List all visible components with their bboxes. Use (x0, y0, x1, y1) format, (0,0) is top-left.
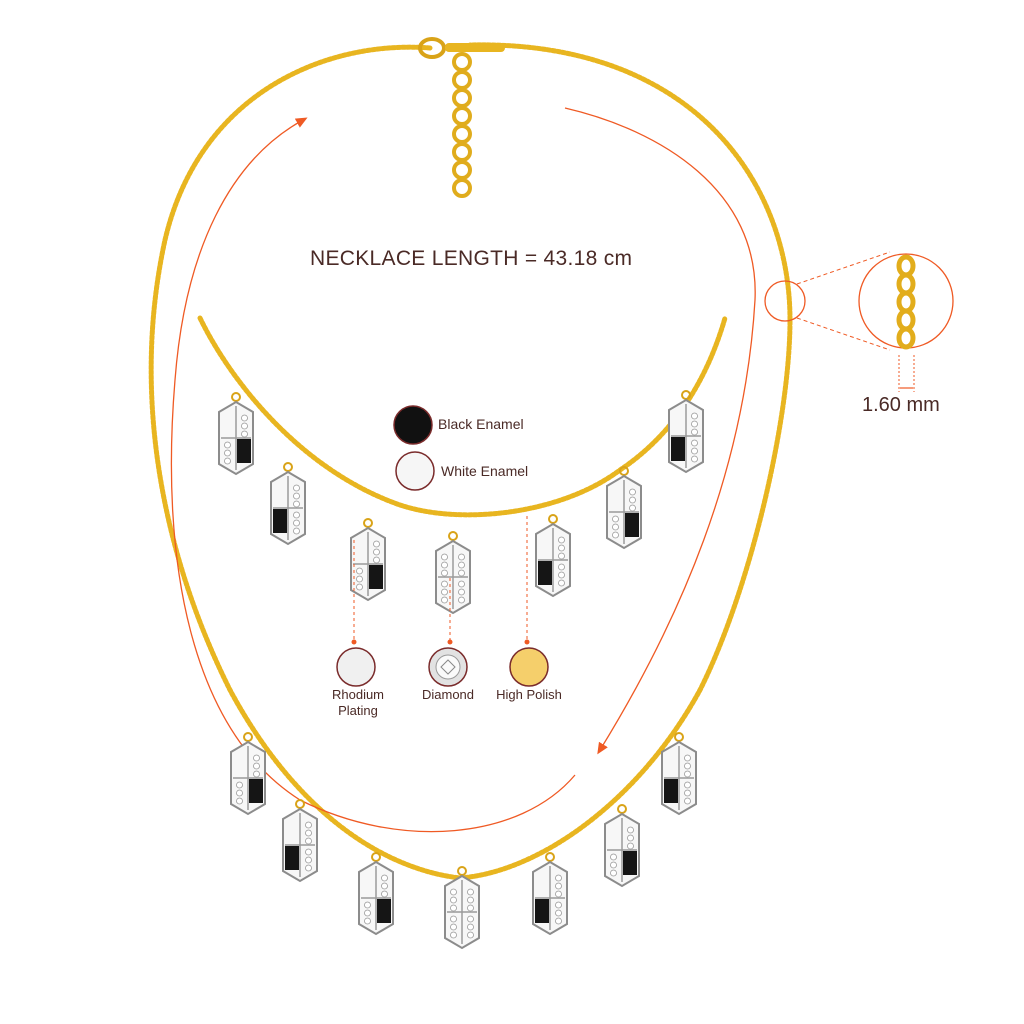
white-enamel-swatch (395, 451, 435, 491)
chain-gauge-label: 1.60 mm (862, 394, 940, 416)
white-enamel-label: White Enamel (441, 463, 529, 479)
outer-chain (148, 42, 793, 881)
extender-ring (452, 160, 472, 180)
hexagon-pendant (444, 866, 480, 950)
extender-chain (452, 52, 472, 198)
extender-ring (452, 178, 472, 198)
hexagon-pendant (270, 462, 306, 546)
hexagon-pendant (532, 852, 568, 936)
length-arrow (564, 107, 756, 755)
rhodium-swatch (336, 647, 376, 687)
extender-ring (452, 142, 472, 162)
extender-ring (452, 124, 472, 144)
hexagon-pendant (218, 392, 254, 476)
clasp (418, 37, 505, 59)
hexagon-pendant (604, 804, 640, 888)
pointer-dots (351, 639, 530, 645)
hexagon-pendant (230, 732, 266, 816)
diamond-label: Diamond (421, 687, 475, 702)
high-polish-swatch (509, 647, 549, 687)
necklace-length-label: NECKLACE LENGTH = 43.18 cm (310, 247, 633, 270)
rhodium-plating-label: Rhodium Plating (331, 687, 385, 718)
hexagon-pendant (535, 514, 571, 598)
hexagon-pendant (358, 852, 394, 936)
extender-ring (452, 106, 472, 126)
black-enamel-label: Black Enamel (438, 416, 524, 432)
hexagon-pendant (435, 531, 471, 615)
chain-zoom (764, 251, 954, 392)
hexagon-pendant (661, 732, 697, 816)
hexagon-pendant (606, 466, 642, 550)
hexagon-pendant (668, 390, 704, 474)
material-pointers (353, 516, 528, 642)
black-enamel-swatch (393, 405, 433, 445)
diamond-swatch (428, 647, 468, 687)
hexagon-pendant (350, 518, 386, 602)
extender-ring (452, 88, 472, 108)
hexagon-pendant (282, 799, 318, 883)
extender-ring (452, 52, 472, 72)
length-arrow-return (170, 117, 576, 833)
high-polish-label: High Polish (496, 687, 562, 702)
chain-link (896, 326, 916, 350)
extender-ring (452, 70, 472, 90)
